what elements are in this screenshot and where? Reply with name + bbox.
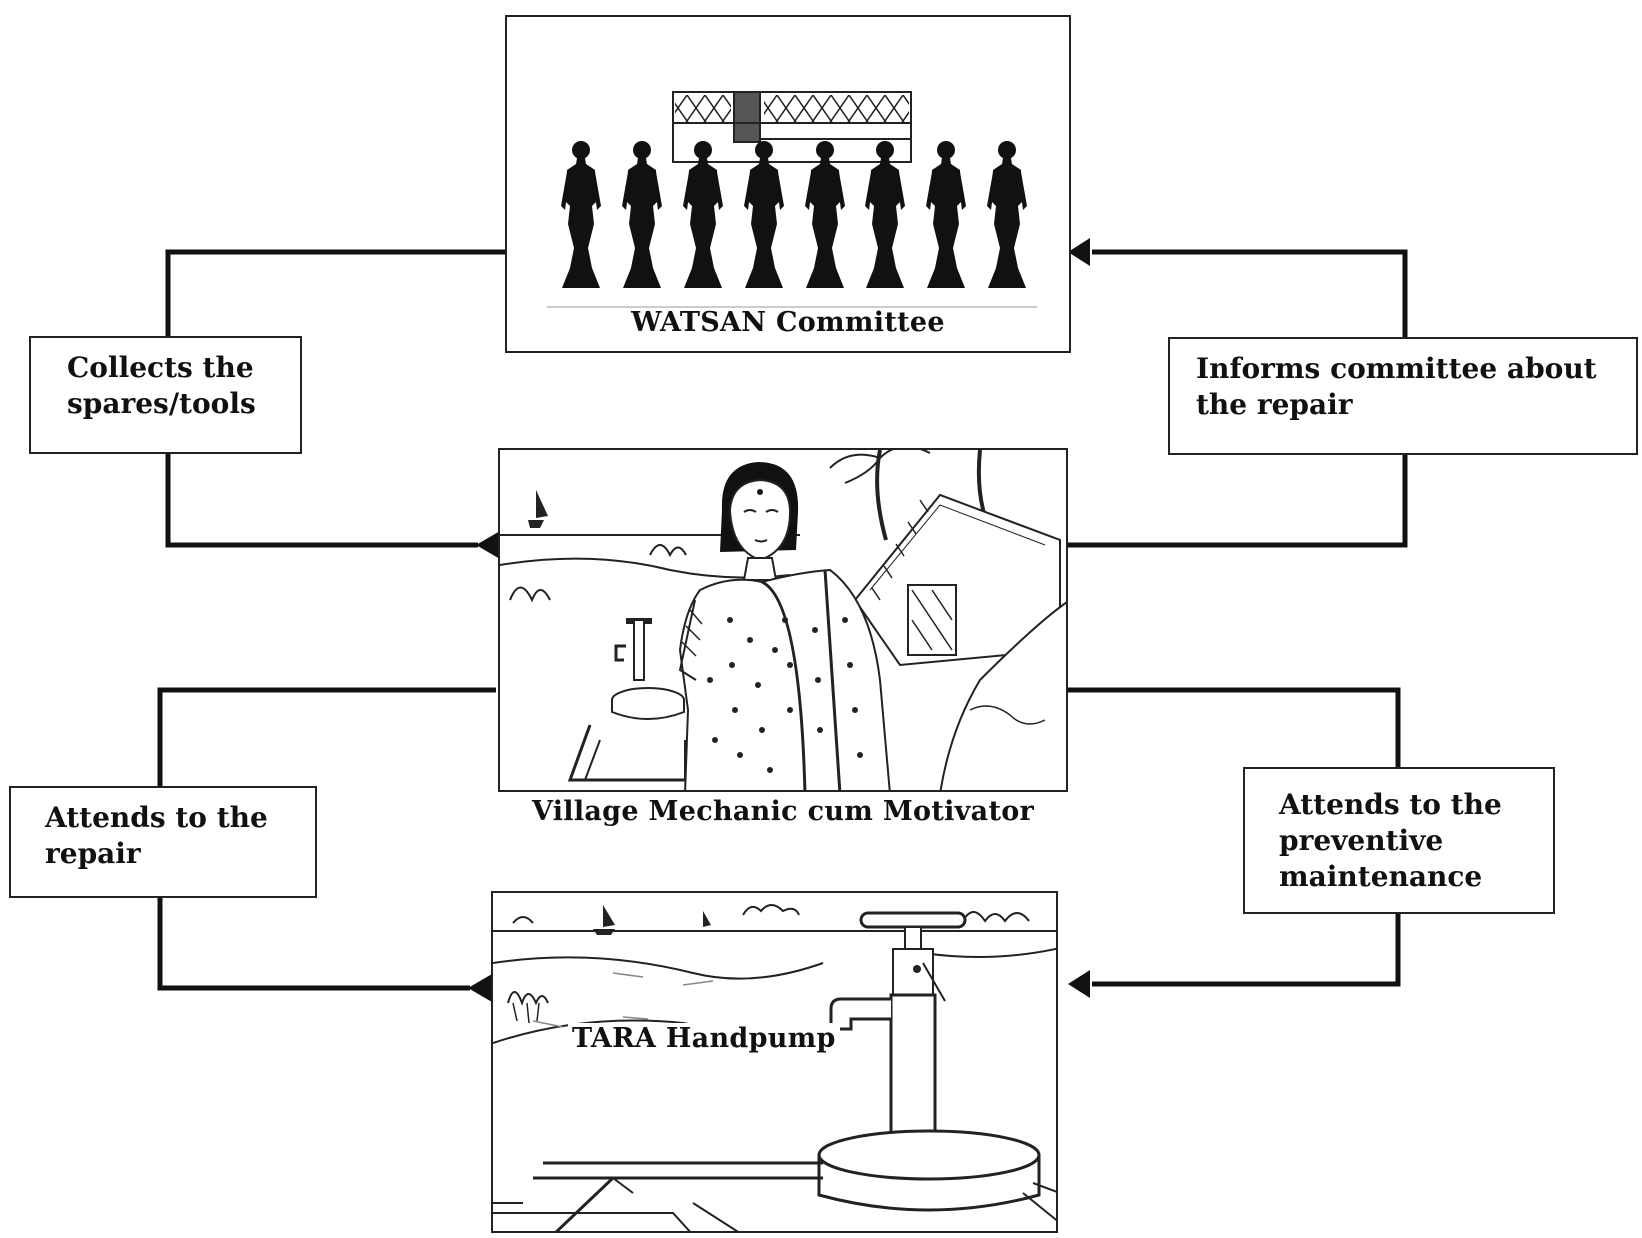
edge-label-informs-line-1: Informs committee about [1196,352,1597,385]
edge-label-attends-preventive-line-3: maintenance [1279,860,1483,893]
edge-label-attends-repair-line-2: repair [45,837,141,870]
edge-label-collects: Collects the spares/tools [29,336,302,454]
node-watsan-committee: WATSAN Committee [505,15,1071,353]
node-caption-mechanic: Village Mechanic cum Motivator [531,796,1035,827]
edge-label-collects-line-2: spares/tools [67,387,256,420]
arrowhead-attends-repair [468,974,492,1002]
edge-label-attends-preventive: Attends to the preventive maintenance [1243,767,1555,914]
node-caption-handpump: TARA Handpump [568,1023,840,1054]
node-tara-handpump: TARA Handpump [491,891,1058,1233]
arrowhead-attends-preventive [1068,970,1090,998]
edge-label-informs-line-2: the repair [1196,388,1353,421]
mechanic-woman-illustration [500,450,1066,790]
edge-label-informs: Informs committee about the repair [1168,337,1638,455]
women-group-illustration [547,91,1037,308]
arrowhead-collects [476,531,500,559]
edge-label-attends-preventive-line-2: preventive [1279,824,1444,857]
arrowhead-informs [1068,238,1090,266]
edge-label-attends-repair-line-1: Attends to the [45,801,268,834]
edge-label-attends-repair: Attends to the repair [9,786,317,898]
node-village-mechanic [498,448,1068,792]
edge-label-collects-line-1: Collects the [67,351,254,384]
handpump-illustration [493,904,1056,1231]
edge-label-attends-preventive-line-1: Attends to the [1279,788,1502,821]
node-caption-committee: WATSAN Committee [631,307,945,338]
